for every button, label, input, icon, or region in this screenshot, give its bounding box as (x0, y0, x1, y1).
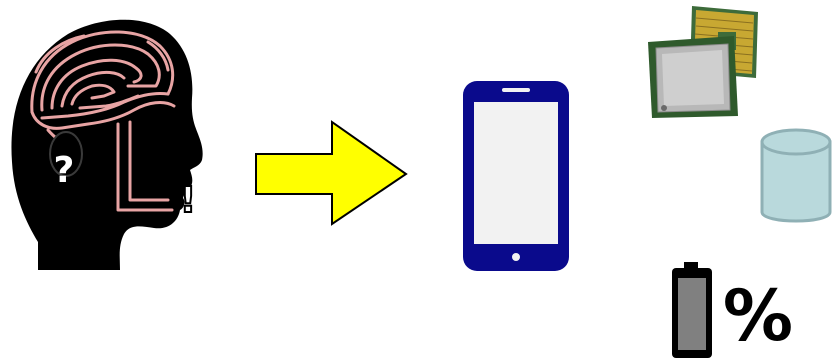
question-mark-label: ? (54, 150, 75, 191)
cpu-front-chip (648, 36, 738, 118)
database-cylinder-icon (758, 122, 834, 232)
head-maze-icon: ? ! (8, 12, 208, 270)
exclamation-mark-label: ! (180, 180, 196, 221)
smartphone-icon (460, 78, 572, 274)
phone-screen (474, 102, 558, 244)
battery-level (678, 278, 706, 350)
battery-percent-label: % (723, 275, 793, 357)
head-silhouette (11, 20, 202, 270)
phone-home-button (512, 253, 520, 261)
phone-speaker (502, 88, 530, 92)
cylinder-top (762, 130, 830, 154)
cpu-chip-icon (646, 4, 764, 120)
battery-icon: % (668, 262, 804, 360)
right-arrow-icon (252, 118, 412, 228)
arrow-shape (256, 122, 406, 224)
